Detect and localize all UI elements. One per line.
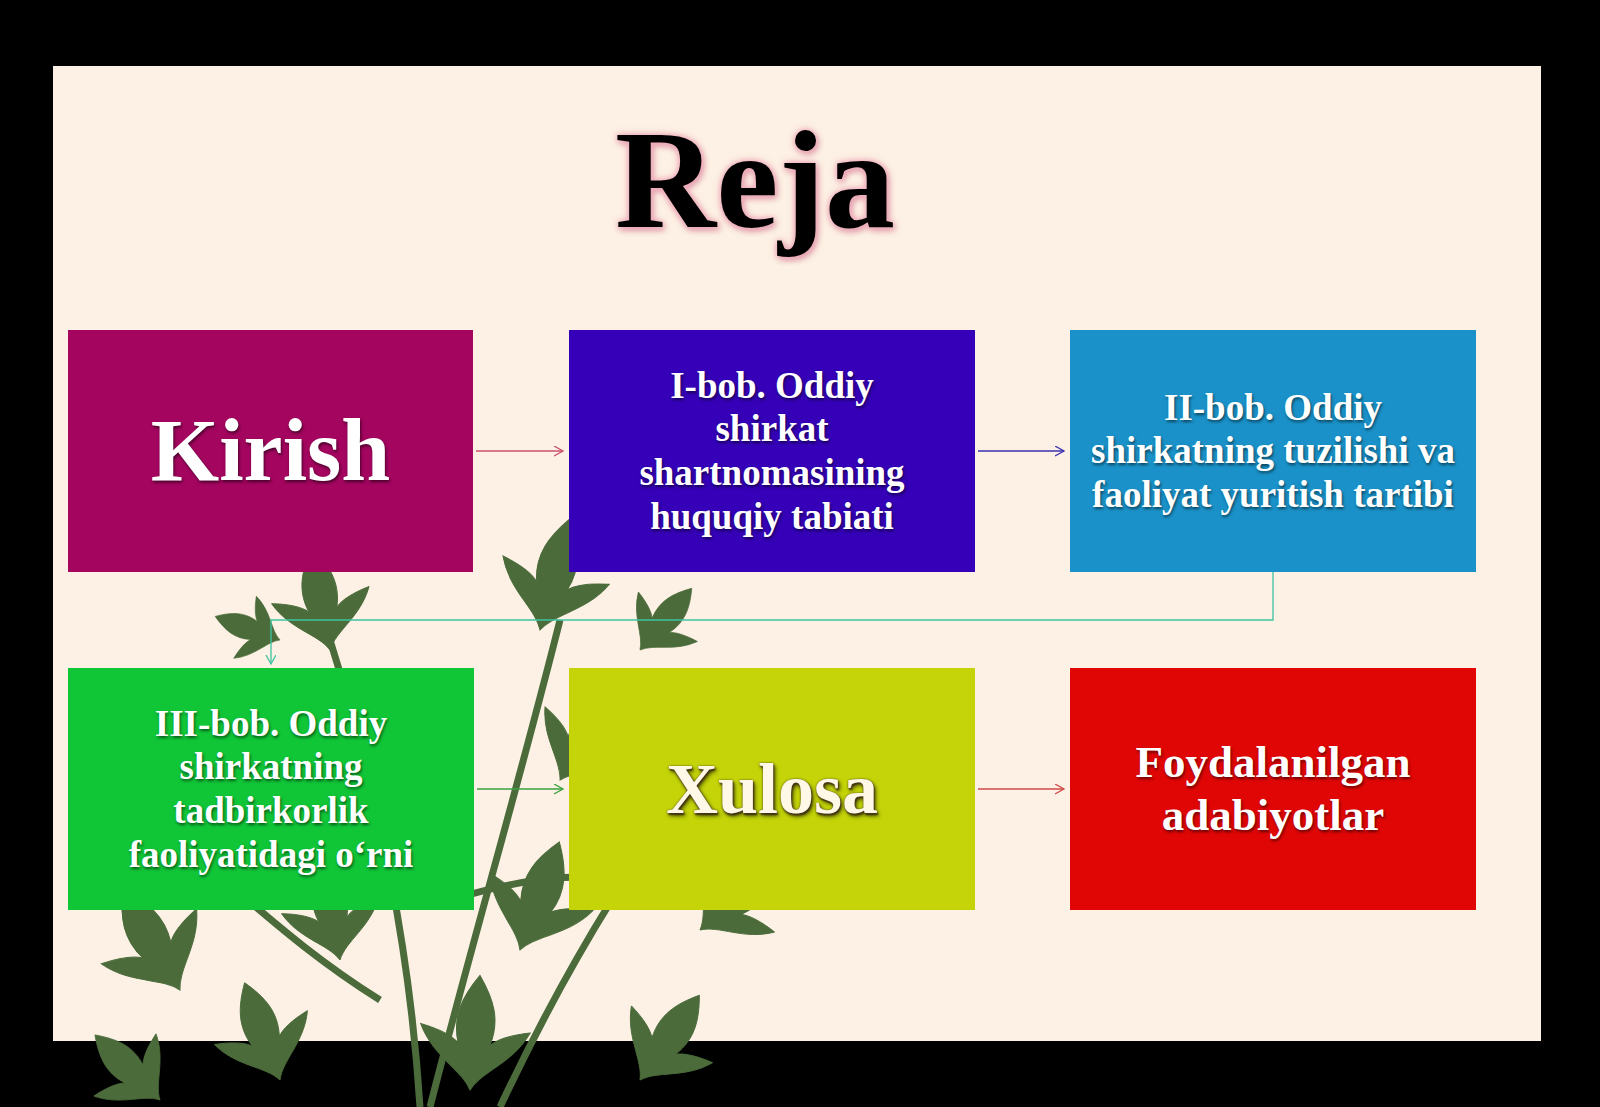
cream-panel [53, 66, 1541, 1041]
chapter-box: III-bob. Oddiy shirkatning tadbirkorlik … [68, 668, 474, 910]
flow-arrow [476, 450, 563, 451]
box-label: III-bob. Oddiy shirkatning tadbirkorlik … [106, 702, 436, 877]
chapter-box: I-bob. Oddiy shirkat shartnomasining huq… [569, 330, 975, 572]
intro-box: Kirish [68, 330, 473, 572]
box-label: I-bob. Oddiy shirkat shartnomasining huq… [622, 364, 922, 539]
slide-title: Reja [455, 95, 1055, 265]
chapter-box: II-bob. Oddiy shirkatning tuzilishi va f… [1070, 330, 1476, 572]
flow-arrow [978, 788, 1064, 789]
references-box: Foydalanilgan adabiyotlar [1070, 668, 1476, 910]
flow-arrow [271, 572, 1273, 664]
box-label: Kirish [151, 407, 391, 495]
conclusion-box: Xulosa [569, 668, 975, 910]
flow-arrow [477, 788, 563, 789]
flow-arrow [978, 450, 1064, 451]
box-label: Foydalanilgan adabiyotlar [1108, 736, 1438, 842]
box-label: II-bob. Oddiy shirkatning tuzilishi va f… [1087, 386, 1459, 517]
box-label: Xulosa [666, 753, 878, 825]
